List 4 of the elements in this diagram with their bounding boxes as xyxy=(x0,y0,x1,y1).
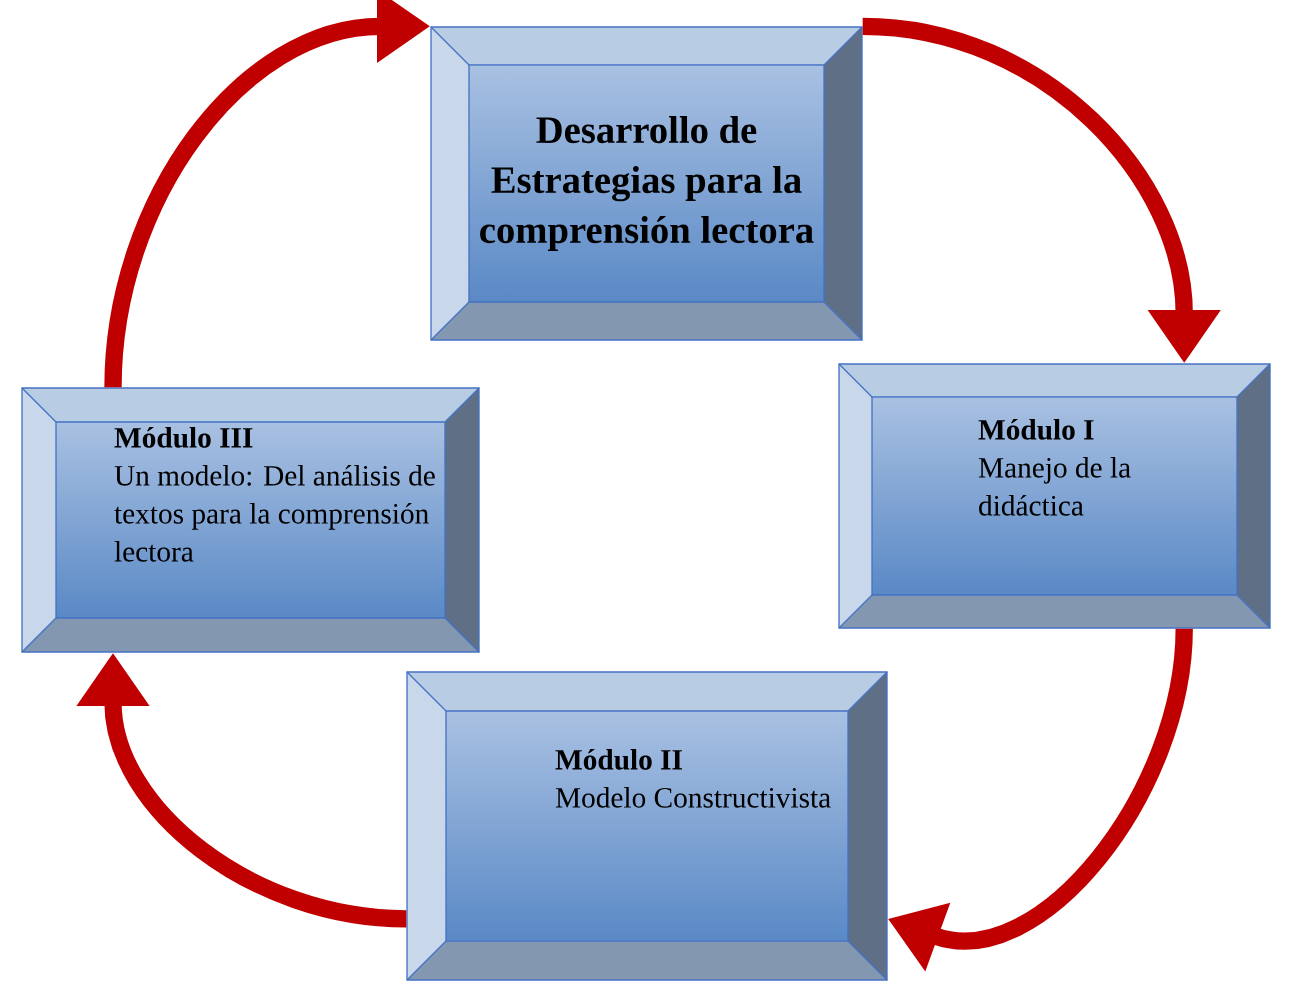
bevel-box: Módulo I Manejo de la didáctica xyxy=(838,363,1271,629)
bevel-box: Módulo II Modelo Constructivista xyxy=(406,671,888,981)
bevel-box: Desarrollo de Estrategias para la comprensión lectora xyxy=(430,26,863,341)
bevel-box: Módulo III Un modelo: Del análisis de textos para la comprensión lectora xyxy=(21,387,480,653)
